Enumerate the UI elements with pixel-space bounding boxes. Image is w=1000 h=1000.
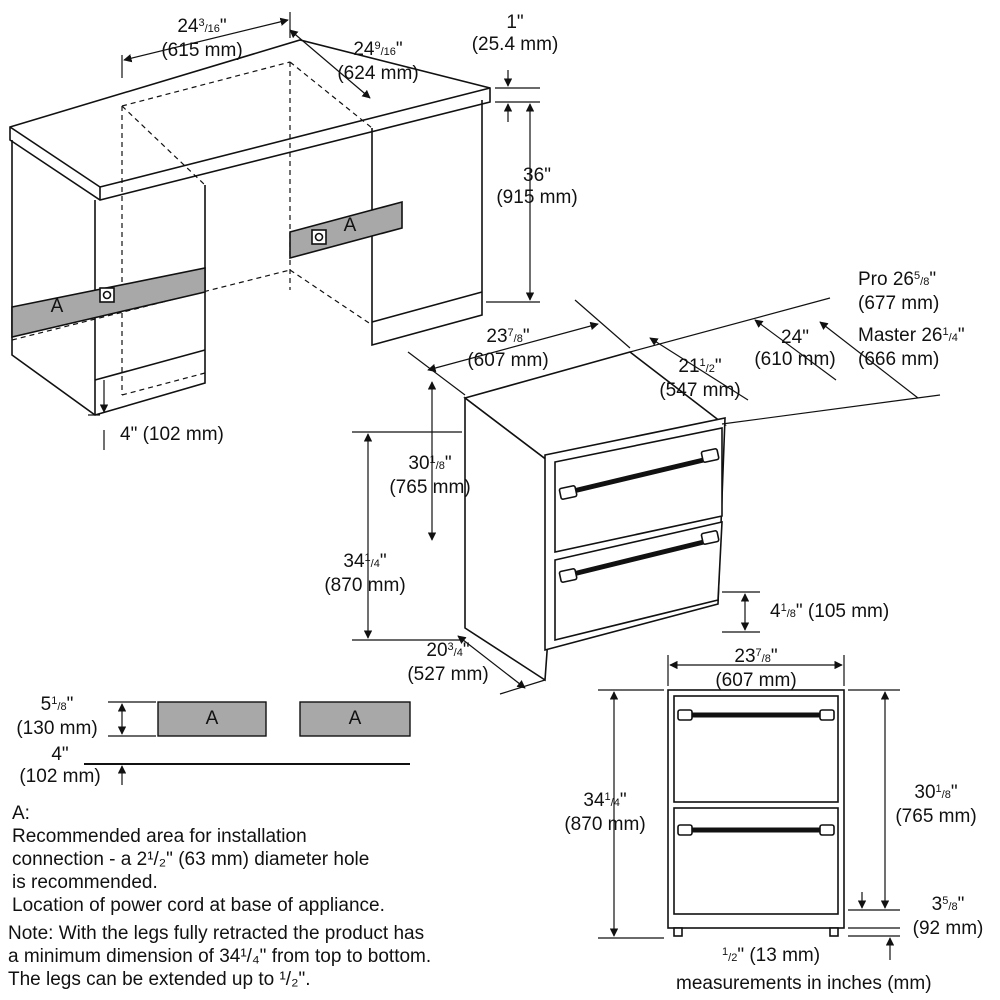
drawer-lower-3d: [554, 520, 723, 642]
dim-top-width: 243/16" (615 mm): [161, 16, 243, 61]
front-drawer-lower: [673, 807, 839, 915]
note-a-heading: A:: [12, 803, 30, 824]
dim-toe-kick: 41/8" (105 mm): [770, 601, 890, 622]
dim-zone-height: 51/8" (130 mm): [16, 694, 98, 739]
zone-letter-3d-left: A: [50, 296, 64, 317]
dim-total-height: 341/4" (870 mm): [324, 551, 406, 596]
dim-legs: 1/2" (13 mm): [722, 945, 821, 966]
handle-lower-3d: [558, 530, 720, 583]
dim-master-depth: Master 261/4" (666 mm): [858, 325, 965, 370]
dim-unit-width: 237/8" (607 mm): [467, 326, 549, 371]
front-view: [667, 689, 845, 937]
zone-bars-2d: [84, 701, 411, 765]
units-caption: measurements in inches (mm): [676, 973, 932, 994]
zone-letter-2d-left: A: [205, 708, 219, 729]
dim-zone-base: 4" (102 mm): [19, 744, 101, 787]
dim-top-depth: 249/16" (624 mm): [337, 39, 419, 84]
zone-rect-2: [299, 701, 411, 737]
note-a-line-1: Recommended area for installation: [12, 826, 307, 847]
legs-note: Note: With the legs fully retracted the …: [8, 922, 431, 991]
note-a-line-3: is recommended.: [12, 872, 158, 893]
dim-front-width: 237/8" (607 mm): [715, 646, 797, 691]
note-a-line-2: connection - a 2¹/₂" (63 mm) diameter ho…: [12, 849, 370, 870]
dim-front-body-height: 301/8" (765 mm): [895, 782, 977, 827]
note-line-1: Note: With the legs fully retracted the …: [8, 923, 425, 944]
zone-letter-2d-right: A: [348, 708, 362, 729]
dim-front-total-height: 341/4" (870 mm): [564, 790, 646, 835]
dim-side-depth: 203/4" (527 mm): [407, 640, 489, 685]
zone-rect-1: [157, 701, 267, 737]
dim-body-height: 301/8" (765 mm): [389, 453, 471, 498]
front-leg-right: [829, 927, 839, 937]
outlet-right: [311, 229, 327, 245]
handle-upper-3d: [558, 448, 720, 500]
dim-cabinet-height: 36" (915 mm): [496, 165, 578, 208]
note-a-line-4: Location of power cord at base of applia…: [12, 895, 385, 916]
dim-depth-24: 24" (610 mm): [754, 327, 836, 370]
appliance-3d: [463, 351, 727, 682]
drawer-upper-3d: [554, 427, 723, 553]
dim-counter-thickness: 1" (25.4 mm): [471, 12, 559, 55]
note-line-2: a minimum dimension of 34¹/₄" from top t…: [8, 946, 432, 967]
dim-inner-depth: 211/2" (547 mm): [659, 356, 741, 401]
front-drawer-upper: [673, 695, 839, 803]
zone-letter-3d-right: A: [343, 215, 357, 236]
front-leg-left: [673, 927, 683, 937]
note-line-3: The legs can be extended up to ¹/₂".: [8, 969, 311, 990]
cabinet-drawing: [9, 39, 491, 416]
dimension-lines: [88, 12, 941, 960]
dim-front-plinth: 35/8" (92 mm): [912, 894, 984, 939]
dim-plinth: 4" (102 mm): [120, 424, 224, 445]
dim-pro-depth: Pro 265/8" (677 mm): [858, 269, 940, 314]
zone-a-notes: A: Recommended area for installation con…: [12, 802, 385, 917]
outlet-left: [99, 287, 115, 303]
